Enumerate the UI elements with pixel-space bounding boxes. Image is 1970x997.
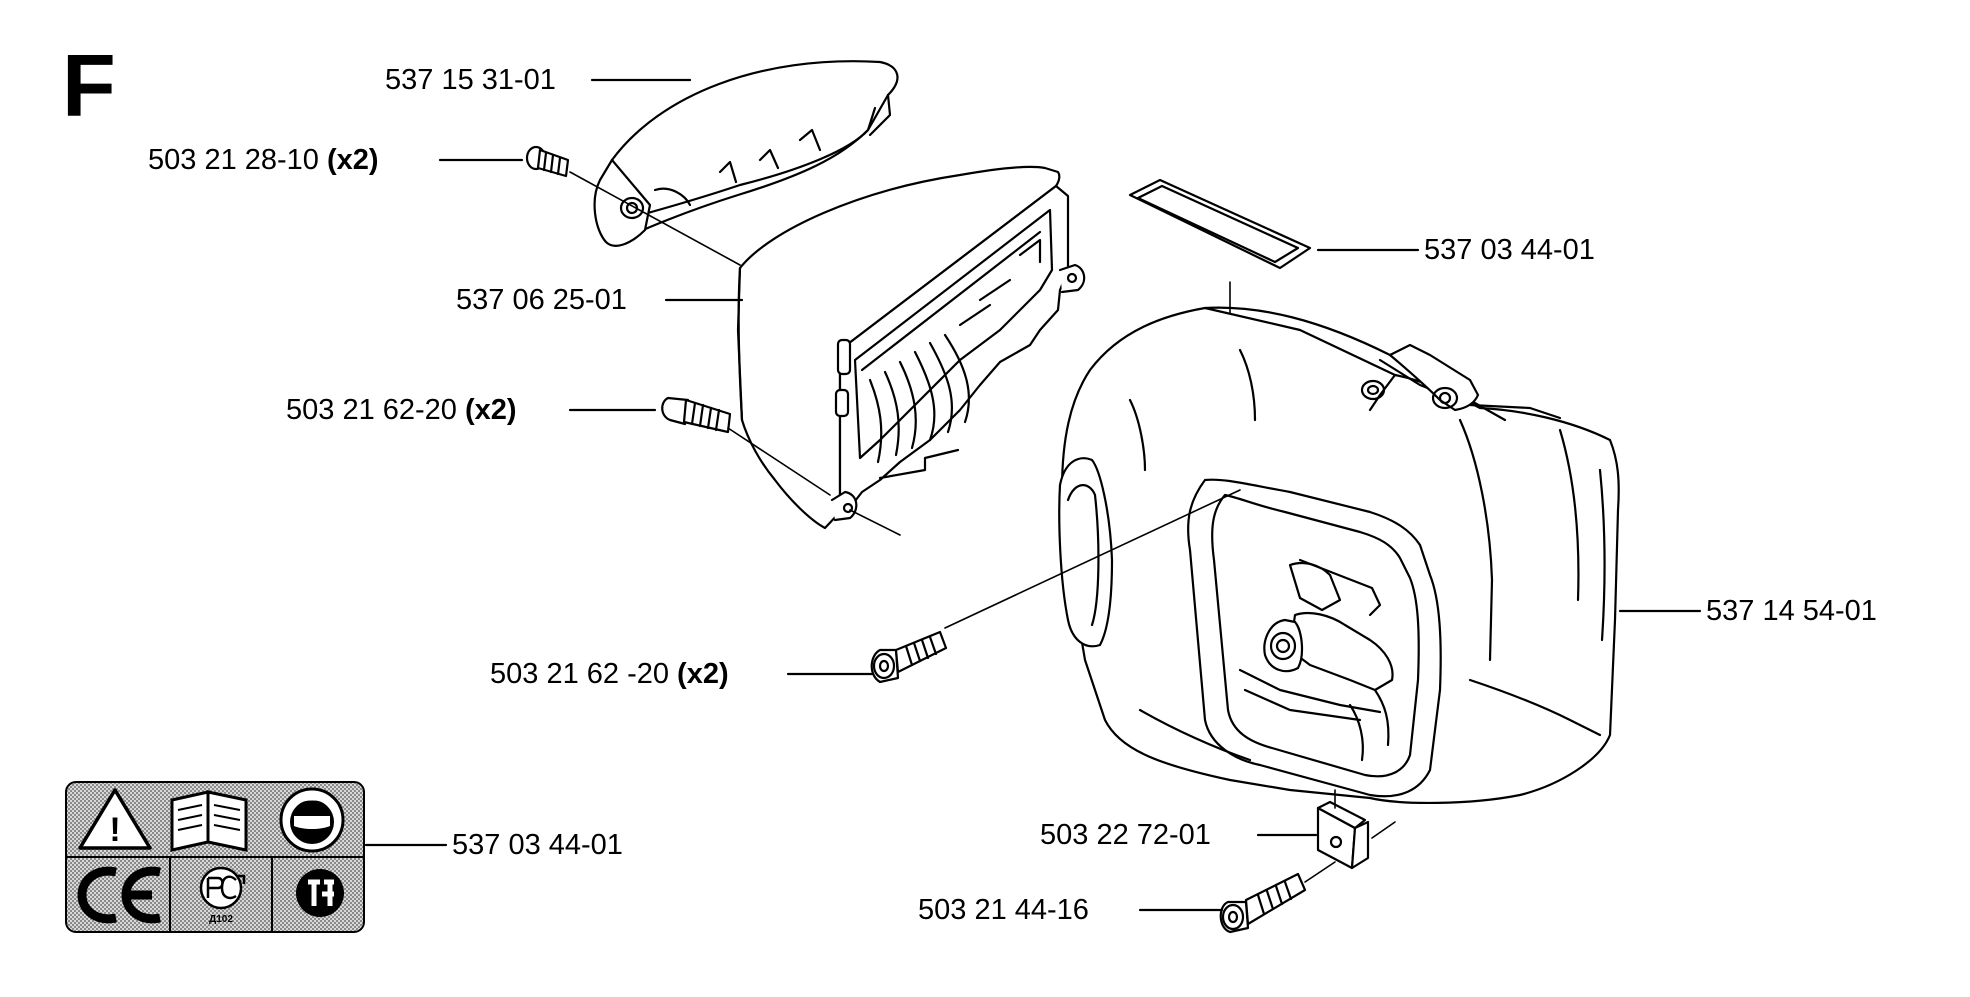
axis-line	[727, 427, 831, 496]
clip-screw-part	[1219, 872, 1307, 934]
nut-clip-part	[1316, 800, 1370, 870]
decal-plate-part	[1128, 178, 1312, 270]
gost-caption: Д102	[209, 914, 233, 925]
axis-line	[569, 171, 741, 266]
warning-triangle-icon	[78, 788, 152, 850]
part-label-cylinder-cover-screw: 503 21 62 -20 (x2)	[490, 658, 729, 690]
air-filter-cover-part	[736, 165, 1086, 530]
warning-decal-part: ! Д102	[65, 781, 365, 933]
manual-book-icon	[170, 790, 248, 852]
ear-eye-protection-icon	[279, 787, 345, 853]
top-cover-part	[593, 60, 899, 247]
cylinder-cover-part	[1058, 306, 1620, 805]
part-label-nut-clip: 503 22 72-01	[1040, 819, 1211, 851]
part-label-warning-decal: 537 03 44-01	[452, 829, 623, 861]
axis-line	[1304, 861, 1336, 883]
cylinder-cover-screw-part	[870, 630, 948, 684]
warning-glyph: !	[109, 811, 120, 849]
part-label-top-cover: 537 15 31-01	[385, 64, 556, 96]
part-label-filter-cover-screw: 503 21 62-20 (x2)	[286, 394, 517, 426]
axis-line	[849, 509, 901, 536]
ce-mark-icon	[77, 866, 161, 924]
top-cover-screw-part	[525, 145, 570, 178]
part-label-top-cover-screw: 503 21 28-10 (x2)	[148, 144, 379, 176]
section-letter: F	[62, 36, 116, 135]
part-label-cylinder-cover: 537 14 54-01	[1706, 595, 1877, 627]
axis-line	[944, 489, 1241, 629]
part-label-decal: 537 03 44-01	[1424, 234, 1595, 266]
gb-mark-icon	[296, 869, 344, 917]
gost-r-mark-icon	[199, 866, 246, 910]
part-label-air-filter-cover: 537 06 25-01	[456, 284, 627, 316]
filter-cover-screw-part	[661, 396, 732, 434]
axis-line	[1371, 821, 1396, 839]
part-label-clip-screw: 503 21 44-16	[918, 894, 1089, 926]
